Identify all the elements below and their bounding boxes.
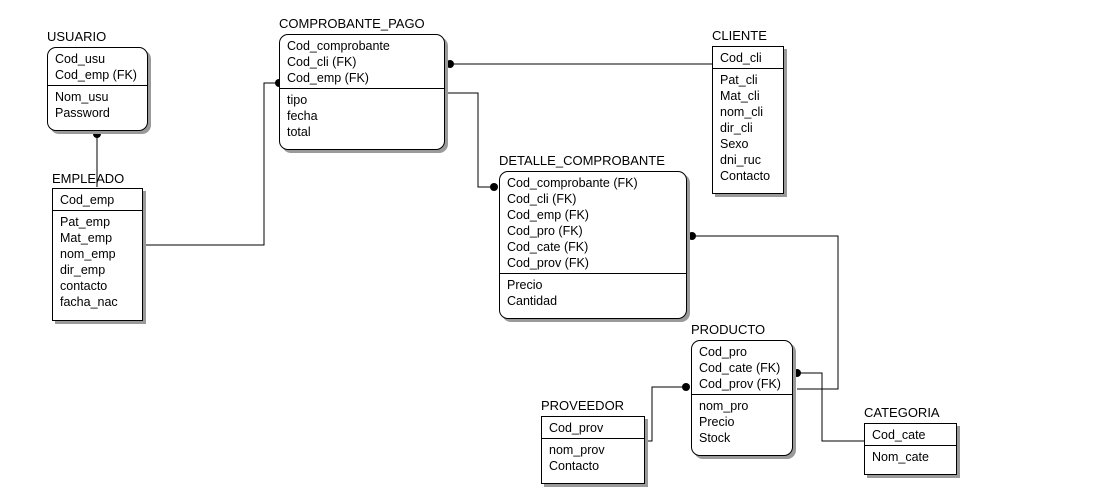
attribute: Nom_cate <box>872 450 929 464</box>
entity-detalle-comprobante[interactable]: Cod_comprobante (FK) Cod_cli (FK) Cod_emp … <box>499 171 687 319</box>
entity-title-comprobante-pago: COMPROBANTE_PAGO <box>279 16 425 31</box>
attribute: Precio <box>699 415 735 429</box>
empleado-key-section: Cod_emp <box>53 189 142 211</box>
key-attribute: Cod_prov <box>549 421 604 435</box>
rel-dot-comprobante-cli <box>446 60 454 68</box>
key-attribute: Cod_cate (FK) <box>699 361 781 375</box>
entity-title-categoria: CATEGORIA <box>864 405 940 420</box>
attribute: nom_pro <box>699 399 749 413</box>
attribute: dir_cli <box>720 121 753 135</box>
rel-dot-producto-cate <box>793 369 801 377</box>
categoria-key-section: Cod_cate <box>865 424 956 446</box>
attribute: Stock <box>699 431 731 445</box>
rel-empleado-comprobante <box>145 82 279 246</box>
rel-categoria-producto <box>797 372 864 442</box>
rel-dot-producto-prov <box>682 383 690 391</box>
attribute: nom_cli <box>720 105 764 119</box>
rel-dot-detalle-comp <box>490 183 498 191</box>
attribute: Password <box>55 106 110 120</box>
attribute: Contacto <box>720 169 771 183</box>
key-attribute: Cod_cli (FK) <box>287 55 357 69</box>
key-attribute: Cod_pro (FK) <box>507 224 583 238</box>
rel-comprobante-detalle <box>445 92 494 188</box>
attribute: Pat_emp <box>60 215 111 229</box>
key-attribute: Cod_prov (FK) <box>507 256 589 270</box>
key-attribute: Cod_emp (FK) <box>55 68 137 82</box>
attribute: Nom_usu <box>55 90 109 104</box>
detalle-comprobante-key-section: Cod_comprobante (FK) Cod_cli (FK) Cod_emp … <box>500 172 686 274</box>
key-attribute: Cod_cli (FK) <box>507 192 577 206</box>
attribute: Cantidad <box>507 294 558 308</box>
key-attribute: Cod_cli <box>720 51 762 65</box>
attribute: total <box>287 125 311 139</box>
proveedor-key-section: Cod_prov <box>542 417 644 439</box>
rel-proveedor-producto <box>645 386 686 442</box>
key-attribute: Cod_emp (FK) <box>507 208 589 222</box>
rel-producto-detalle <box>692 235 839 390</box>
entity-title-cliente: CLIENTE <box>712 28 767 43</box>
attribute: dni_ruc <box>720 153 761 167</box>
attribute: Mat_cli <box>720 89 760 103</box>
entity-title-proveedor: PROVEEDOR <box>541 398 625 413</box>
key-attribute: Cod_emp (FK) <box>287 71 369 85</box>
rel-dot-usuario <box>93 130 101 138</box>
attribute: nom_prov <box>549 443 605 457</box>
attribute: facha_nac <box>60 295 118 309</box>
attribute: Mat_emp <box>60 231 113 245</box>
entity-title-empleado: EMPLEADO <box>52 171 125 186</box>
key-attribute: Cod_pro <box>699 345 747 359</box>
attribute: Contacto <box>549 459 600 473</box>
key-attribute: Cod_comprobante <box>287 39 390 53</box>
key-attribute: Cod_comprobante (FK) <box>507 176 638 190</box>
attribute: Precio <box>507 278 543 292</box>
attribute: Pat_cli <box>720 73 758 87</box>
cliente-key-section: Cod_cli <box>713 47 783 69</box>
attribute: Sexo <box>720 137 749 151</box>
entity-title-producto: PRODUCTO <box>691 322 766 337</box>
attribute: nom_emp <box>60 247 116 261</box>
attribute: tipo <box>287 93 308 107</box>
comprobante-pago-attribute-section: tipo fecha total <box>280 89 444 142</box>
attribute: dir_emp <box>60 263 106 277</box>
attribute: contacto <box>60 279 108 293</box>
key-attribute: Cod_emp <box>60 193 115 207</box>
categoria-attribute-section: Nom_cate <box>865 446 956 467</box>
key-attribute: Cod_cate (FK) <box>507 240 589 254</box>
entity-title-detalle-comprobante: DETALLE_COMPROBANTE <box>499 153 665 168</box>
rel-dot-detalle-prod <box>688 232 696 240</box>
attribute: fecha <box>287 109 318 123</box>
key-attribute: Cod_prov (FK) <box>699 377 781 391</box>
key-attribute: Cod_usu <box>55 52 106 66</box>
entity-title-usuario: USUARIO <box>47 29 107 44</box>
key-attribute: Cod_cate <box>872 428 926 442</box>
